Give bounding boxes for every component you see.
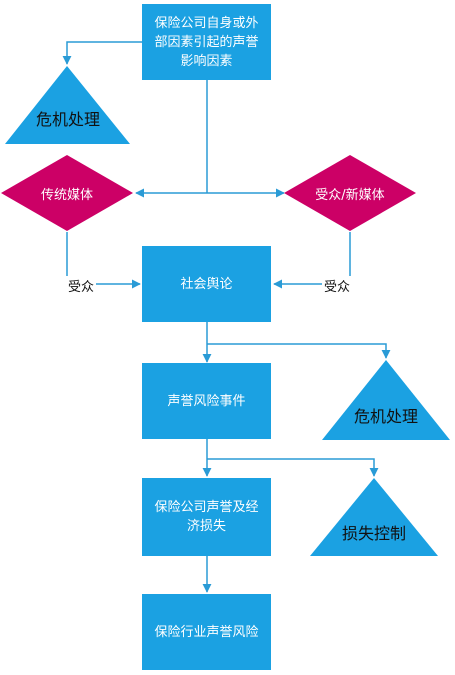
edge-opinion-to-crisis-mid [207, 343, 391, 359]
right-audience-label: 受众 [322, 276, 353, 295]
new-media-label: 受众/新媒体 [315, 188, 385, 203]
public-opinion-label: 社会舆论 [180, 276, 233, 292]
loss-control-triangle [310, 478, 438, 556]
top-factor-line-1: 保险公司自身或外 [154, 15, 259, 31]
top-factor-box: 保险公司自身或外 部因素引起的声誉 影响因素 [142, 4, 271, 80]
reputation-event-label: 声誉风险事件 [167, 393, 246, 409]
insurer-loss-line-1: 保险公司声誉及经 [154, 500, 259, 515]
industry-risk-box: 保险行业声誉风险 [142, 594, 271, 670]
top-factor-line-2: 部因素引起的声誉 [154, 34, 259, 50]
top-factor-line-3: 影响因素 [180, 53, 233, 69]
insurer-loss-box: 保险公司声誉及经 济损失 [142, 478, 271, 556]
reputation-event-box: 声誉风险事件 [142, 363, 271, 439]
traditional-media-label: 传统媒体 [40, 188, 93, 203]
industry-risk-label: 保险行业声誉风险 [154, 624, 259, 640]
new-media-diamond [284, 155, 416, 231]
left-audience-label: 受众 [66, 276, 97, 295]
insurer-loss-line-2: 济损失 [186, 519, 226, 534]
edge-event-to-control [207, 458, 379, 477]
public-opinion-box: 社会舆论 [142, 246, 271, 322]
edge-top-to-crisis [62, 41, 143, 65]
loss-control-label: 损失控制 [341, 524, 406, 543]
crisis-top-triangle [5, 66, 130, 144]
crisis-mid-triangle [322, 360, 450, 440]
crisis-mid-label: 危机处理 [353, 407, 418, 426]
crisis-top-label: 危机处理 [35, 110, 100, 129]
traditional-media-diamond [1, 155, 133, 231]
